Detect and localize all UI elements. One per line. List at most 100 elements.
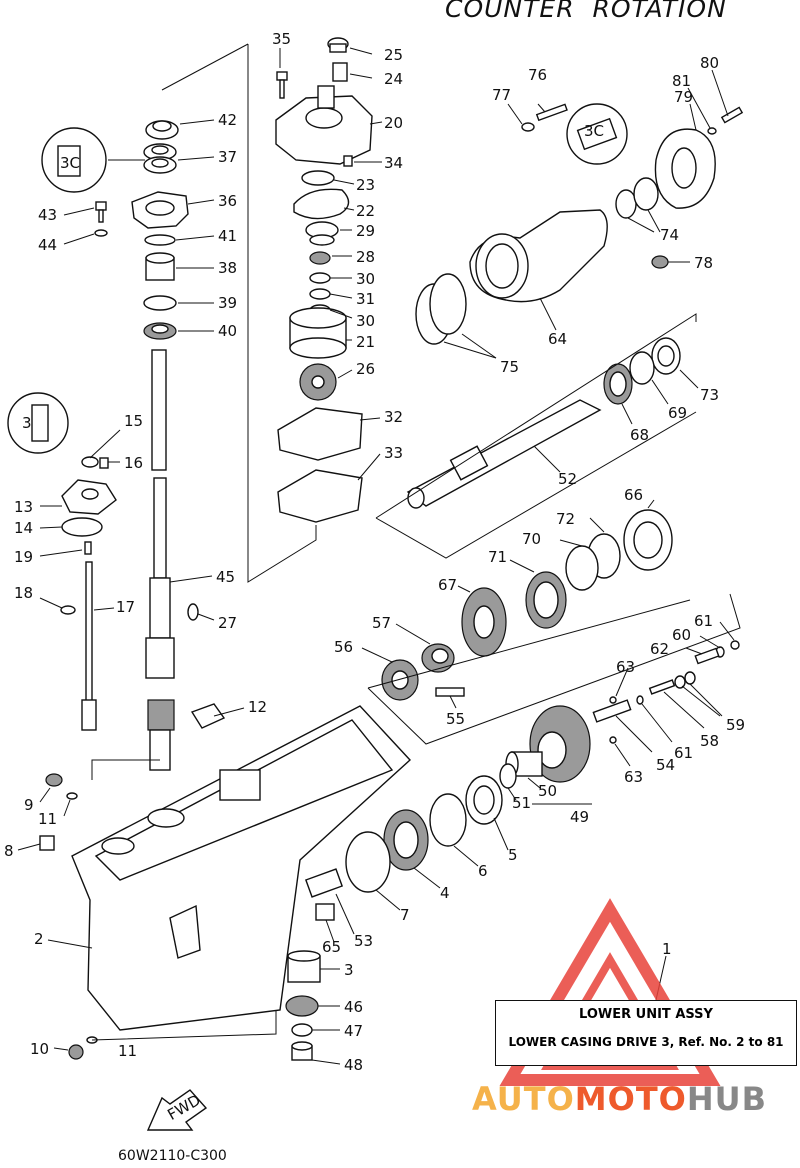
fwd-arrow-icon: FWD: [146, 1089, 208, 1131]
detail-glyph-3c-a: 3C: [60, 154, 80, 172]
part-19-spring: [84, 541, 92, 555]
part-46-pinion: [285, 995, 319, 1017]
callout-53: 53: [354, 932, 373, 950]
watermark-part2: MOTO: [574, 1080, 687, 1118]
part-61-ball-a: [730, 640, 740, 650]
part-12-anode: [190, 703, 226, 729]
callout-71: 71: [488, 548, 507, 566]
part-18-clip: [60, 605, 76, 615]
part-54-shift-plunger: [592, 699, 632, 723]
callout-68: 68: [630, 426, 649, 444]
part-63-ball-a: [609, 696, 617, 704]
callout-43: 43: [38, 206, 57, 224]
callout-61-b: 61: [674, 744, 693, 762]
callout-54: 54: [656, 756, 675, 774]
part-55-pin: [435, 687, 465, 697]
callout-11-a: 11: [38, 810, 57, 828]
callout-78: 78: [694, 254, 713, 272]
part-30-ring-a: [309, 272, 331, 284]
callout-21: 21: [356, 333, 375, 351]
callout-79: 79: [674, 88, 693, 106]
callout-65: 65: [322, 938, 341, 956]
part-42-seal: [145, 120, 179, 140]
part-2-lower-casing: [71, 705, 411, 1031]
part-63-ball-b: [609, 736, 617, 744]
callout-55: 55: [446, 710, 465, 728]
part-58-pin: [648, 679, 676, 695]
part-52-propeller-shaft: [406, 399, 602, 509]
part-36-housing: [131, 191, 189, 229]
part-68-bearing: [603, 363, 633, 405]
callout-58: 58: [700, 732, 719, 750]
callout-44: 44: [38, 236, 57, 254]
assembly-info-box: LOWER UNIT ASSY LOWER CASING DRIVE 3, Re…: [495, 1000, 797, 1066]
callout-57: 57: [372, 614, 391, 632]
callout-62: 62: [650, 640, 669, 658]
part-76-bolt: [535, 103, 568, 122]
part-59-plunger: [674, 671, 696, 689]
detail-glyph-3c-b: 3C: [584, 122, 604, 140]
callout-22: 22: [356, 202, 375, 220]
callout-32: 32: [384, 408, 403, 426]
detail-glyph-3: 3: [22, 414, 32, 432]
part-56-clutch: [381, 659, 419, 701]
part-35-bolt: [276, 71, 288, 99]
part-81-washer: [707, 127, 717, 135]
part-15-bushing: [81, 456, 99, 468]
part-50-bearing: [505, 751, 543, 777]
callout-46: 46: [344, 998, 363, 1016]
callout-40: 40: [218, 322, 237, 340]
part-34-pin: [343, 155, 353, 167]
part-23-oring: [301, 170, 335, 186]
part-79-anode: [654, 128, 716, 209]
watermark-part1: AUTO: [472, 1080, 575, 1118]
detail-circle-c: 3C: [566, 103, 628, 165]
callout-6: 6: [478, 862, 488, 880]
part-26-impeller: [299, 363, 337, 401]
callout-59: 59: [726, 716, 745, 734]
callout-60: 60: [672, 626, 691, 644]
callout-18: 18: [14, 584, 33, 602]
part-51-shim: [499, 763, 517, 789]
part-3-bearing: [287, 950, 321, 983]
callout-67: 67: [438, 576, 457, 594]
part-40-bearing: [143, 322, 177, 340]
callout-39: 39: [218, 294, 237, 312]
part-7-shim: [345, 831, 391, 893]
callout-42: 42: [218, 111, 237, 129]
callout-4: 4: [440, 884, 450, 902]
callout-9: 9: [24, 796, 34, 814]
part-67-gear: [461, 587, 507, 657]
callout-61-a: 61: [694, 612, 713, 630]
callout-17: 17: [116, 598, 135, 616]
callout-10: 10: [30, 1040, 49, 1058]
part-75-orings: [415, 273, 467, 345]
part-16-screw: [99, 457, 109, 469]
callout-24: 24: [384, 70, 403, 88]
callout-23: 23: [356, 176, 375, 194]
leader-lines: [17, 47, 735, 1065]
callout-64: 64: [548, 330, 567, 348]
part-61-ball-b: [636, 695, 644, 705]
part-22-gasket: [293, 188, 350, 220]
callout-19: 19: [14, 548, 33, 566]
part-74-bearings: [615, 177, 659, 219]
part-62-spring: [694, 647, 720, 665]
part-11-washer-a: [66, 792, 78, 800]
callout-70: 70: [522, 530, 541, 548]
callout-56: 56: [334, 638, 353, 656]
callout-3: 3: [344, 961, 354, 979]
callout-49: 49: [570, 808, 589, 826]
part-37-bearings: [143, 143, 177, 174]
callout-20: 20: [384, 114, 403, 132]
assembly-box-line1: LOWER UNIT ASSY: [579, 1007, 713, 1022]
part-65-sleeve: [315, 903, 335, 921]
part-6-shim: [429, 793, 467, 847]
callout-11-b: 11: [118, 1042, 137, 1060]
part-64-bearing-housing: [469, 209, 608, 303]
part-13-shift-rod-holder: [61, 479, 117, 515]
callout-50: 50: [538, 782, 557, 800]
part-21-liner: [289, 307, 347, 359]
part-69-ring: [629, 351, 655, 385]
